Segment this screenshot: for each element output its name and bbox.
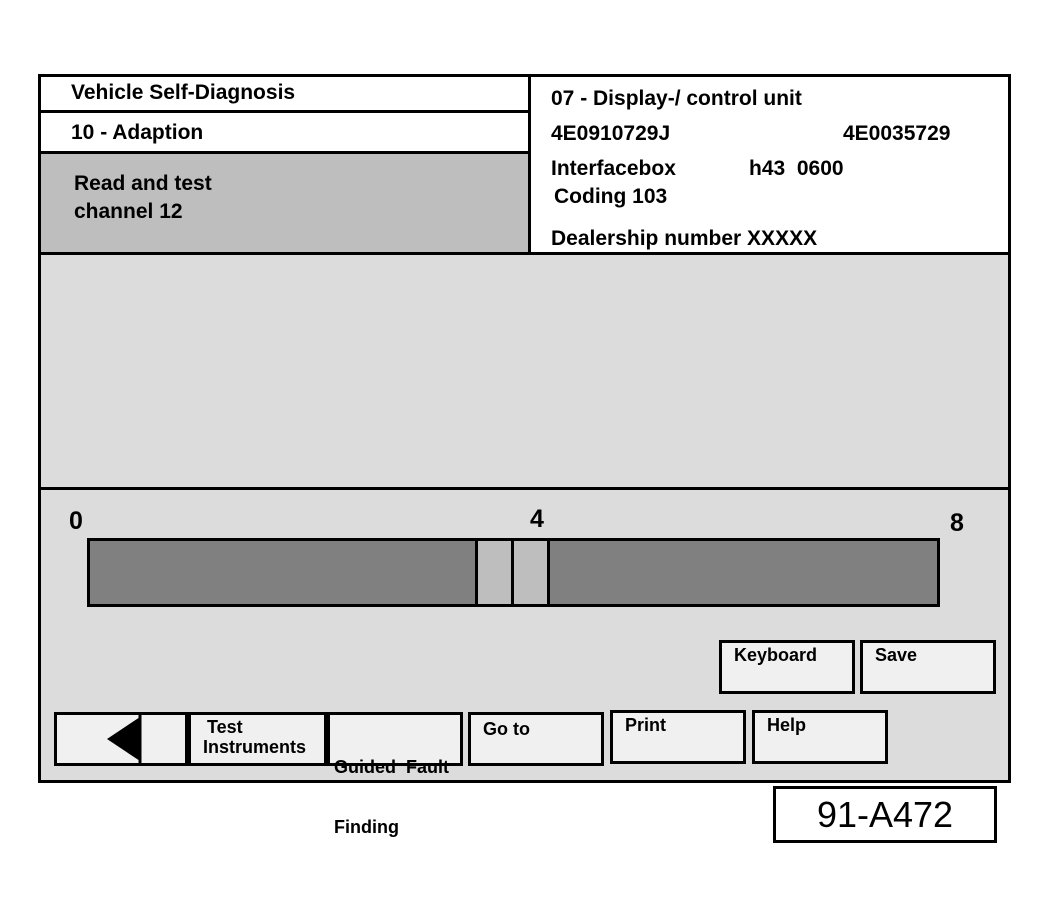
test-instruments-button[interactable]: Test Instruments <box>188 712 327 766</box>
keyboard-button-label: Keyboard <box>734 645 818 665</box>
adaption-scale-bar <box>87 538 940 607</box>
test-instruments-label-2: Instruments <box>203 737 307 757</box>
go-to-label: Go to <box>483 719 530 739</box>
app-title: Vehicle Self-Diagnosis <box>71 81 296 104</box>
keyboard-button[interactable]: Keyboard <box>719 640 855 694</box>
part-number: 4E0910729J <box>551 122 671 145</box>
help-button[interactable]: Help <box>752 710 888 764</box>
app-title-cell: Vehicle Self-Diagnosis <box>41 77 531 113</box>
scale-max-label: 8 <box>950 509 964 537</box>
interface-label: Interfacebox <box>551 157 676 180</box>
back-button[interactable] <box>54 712 188 766</box>
coding: Coding 103 <box>554 185 668 208</box>
print-button[interactable]: Print <box>610 710 746 764</box>
save-button-label: Save <box>875 645 918 665</box>
part-number-2: 4E0035729 <box>843 122 951 145</box>
back-arrow-icon <box>107 715 142 763</box>
go-to-button[interactable]: Go to <box>468 712 604 766</box>
value-marker-left <box>475 541 511 604</box>
guided-fault-label-2: Finding <box>334 817 399 837</box>
function-cell: 10 - Adaption <box>41 113 531 154</box>
guided-fault-finding-button[interactable]: Guided Fault Finding <box>327 712 463 837</box>
header-divider <box>41 252 1008 255</box>
figure-id-label: 91-A472 <box>773 786 997 843</box>
diagnosis-screen: Vehicle Self-Diagnosis 10 - Adaption Rea… <box>38 74 1011 837</box>
print-label: Print <box>625 715 667 735</box>
value-marker-right <box>511 541 550 604</box>
help-label: Help <box>767 715 807 735</box>
interface-value: h43 0600 <box>749 157 844 180</box>
scale-mid-label: 4 <box>530 505 544 533</box>
save-button[interactable]: Save <box>860 640 996 694</box>
test-instruments-label-1: Test <box>207 717 243 737</box>
step-line-2: channel 12 <box>74 200 183 223</box>
content-divider <box>41 487 1008 490</box>
control-unit-info: 07 - Display-/ control unit 4E0910729J 4… <box>531 77 1008 252</box>
function-title: 10 - Adaption <box>71 121 204 144</box>
dealership-number: Dealership number XXXXX <box>551 227 818 250</box>
step-line-1: Read and test <box>74 172 212 195</box>
scale-min-label: 0 <box>69 507 83 535</box>
guided-fault-label-1: Guided Fault <box>334 757 449 777</box>
step-cell: Read and test channel 12 <box>41 154 531 252</box>
control-unit-name: 07 - Display-/ control unit <box>551 87 802 110</box>
